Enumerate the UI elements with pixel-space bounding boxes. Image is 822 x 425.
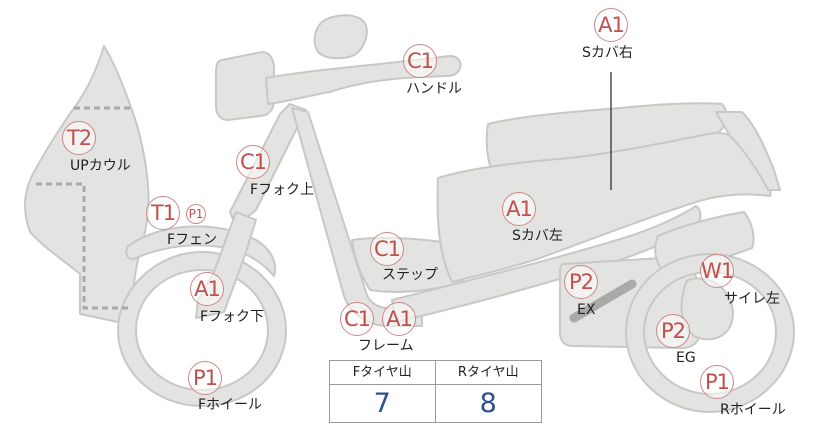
label-frame: フレーム [358,338,414,354]
label-f-wheel: Fホイール [198,397,263,413]
silencer-shape [680,277,734,341]
label-r-wheel: Rホイール [720,402,786,418]
grade-badge-f-wheel: P1 [188,361,222,395]
rear-tread-column: Rタイヤ山 8 [435,361,541,422]
headlight-shape [215,51,275,121]
grade-badge-eg: P2 [656,314,690,348]
label-handle: ハンドル [406,81,462,97]
label-s-cover-right: Sカバ右 [582,45,633,61]
label-f-fender: Fフェン [167,232,218,248]
grade-badge-f-fork-lower: A1 [190,272,224,306]
label-step: ステップ [382,267,438,283]
grade-badge-f-fender: T1 [146,196,180,230]
side-cover-shape [436,132,772,283]
rear-tread-header: Rタイヤ山 [435,361,541,385]
grade-badge-frame-2: A1 [382,302,416,336]
grade-badge-handle: C1 [403,44,437,78]
rear-tread-value: 8 [479,388,497,419]
tire-tread-table: Fタイヤ山 7 Rタイヤ山 8 [329,360,542,423]
label-silencer-left: サイレ左 [724,291,780,307]
frame-tube-shape [291,107,423,327]
exhaust-pipe-shape [569,279,637,323]
grade-badge-ex: P2 [564,265,598,299]
cowl-zone-dashed-mid [36,182,132,310]
grade-badge-s-cover-left: A1 [502,192,536,226]
grade-badge-f-fender-2: P1 [186,204,206,224]
mirror-shape [313,14,368,60]
rear-tail-shape [715,111,781,191]
front-tread-column: Fタイヤ山 7 [330,361,436,422]
label-up-cowl: UPカウル [70,158,131,174]
lower-rail-shape [391,205,702,323]
label-s-cover-left: Sカバ左 [512,228,563,244]
grade-badge-f-fork-upper: C1 [236,145,270,179]
label-f-fork-upper: Fフォク上 [250,182,315,198]
grade-badge-s-cover-right: A1 [594,8,628,42]
label-f-fork-lower: Fフォク下 [200,309,265,325]
grade-badge-up-cowl: T2 [62,121,96,155]
grade-badge-step: C1 [370,232,404,266]
grade-badge-r-wheel: P1 [700,365,734,399]
front-cowl-shape [24,45,150,323]
grade-badge-silencer-left: W1 [700,254,734,288]
grade-badge-frame: C1 [340,302,374,336]
front-tread-value: 7 [373,388,391,419]
label-eg: EG [676,350,696,366]
label-ex: EX [577,302,596,318]
front-tread-header: Fタイヤ山 [330,361,435,385]
